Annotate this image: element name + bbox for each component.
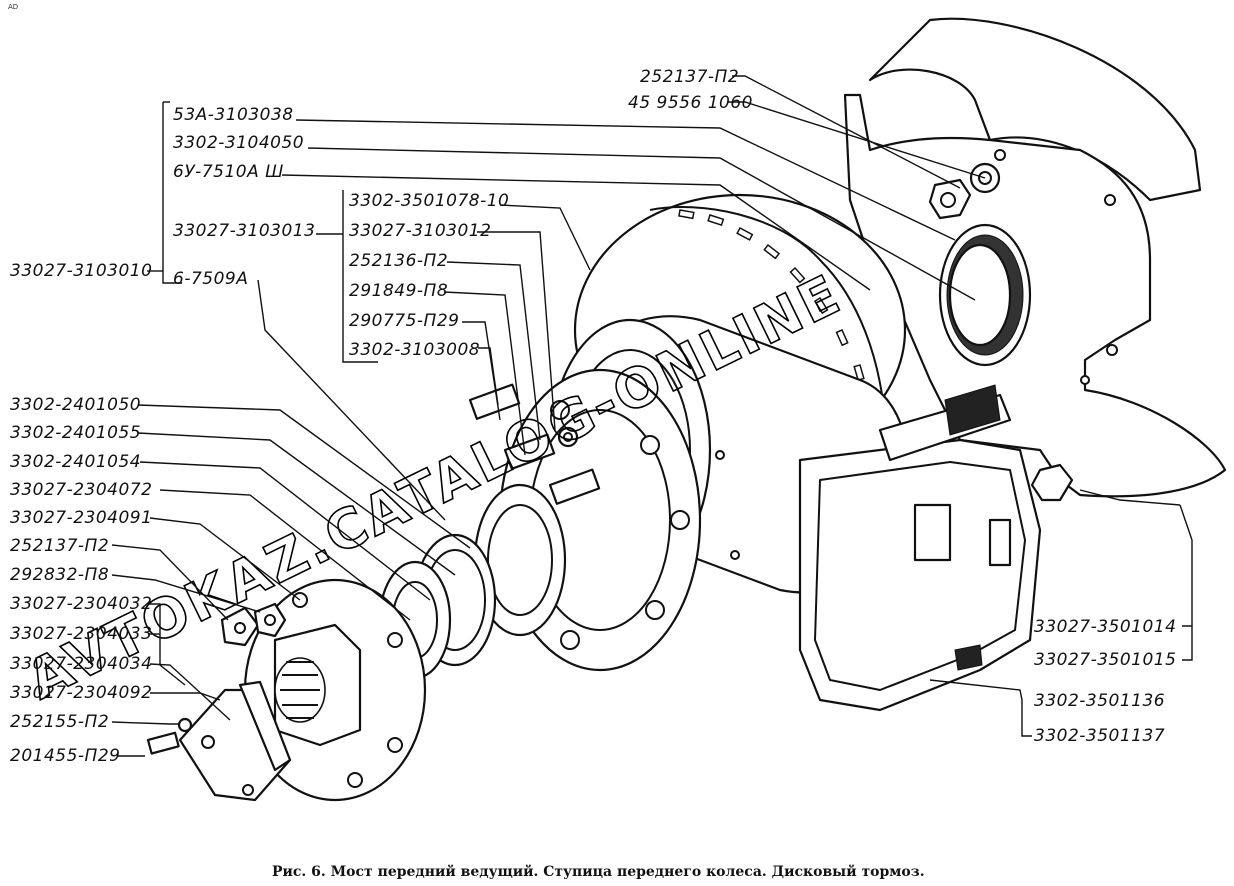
label-33027-2304032: 33027-2304032 [10,594,152,614]
label-33027-2304034: 33027-2304034 [10,654,152,674]
label-33027-3103012: 33027-3103012 [349,221,491,241]
part-labels: 252137-П2 45 9556 1060 53А-3103038 3302-… [10,67,1176,766]
label-201455-p29: 201455-П29 [10,746,120,766]
label-291849-p8: 291849-П8 [349,281,448,301]
leader-lines [111,75,1193,757]
label-33027-3103010: 33027-3103010 [10,261,152,281]
label-6u-7510a-sh: 6У-7510А Ш [173,162,284,182]
oil-seal [938,223,1032,367]
hub-nut-washer [928,162,1001,220]
label-3302-2401054: 3302-2401054 [10,452,141,472]
figure-caption: Рис. 6. Мост передний ведущий. Ступица п… [272,863,925,880]
label-3302-3103008: 3302-3103008 [349,340,480,360]
label-33027-3103013: 33027-3103013 [173,221,315,241]
label-252136-p2: 252136-П2 [349,251,448,271]
label-33027-2304072: 33027-2304072 [10,480,152,500]
label-33027-2304033: 33027-2304033 [10,624,152,644]
label-3302-3104050: 3302-3104050 [173,133,304,153]
label-290775-p29: 290775-П29 [349,311,459,331]
label-45-9556-1060: 45 9556 1060 [628,93,753,113]
bolts-small [146,602,287,755]
label-292832-p8: 292832-П8 [10,565,109,585]
label-33027-2304092: 33027-2304092 [10,683,152,703]
brake-caliper [798,384,1074,712]
label-252137-p2-top: 252137-П2 [640,67,739,87]
label-33027-3501014: 33027-3501014 [1034,617,1176,637]
label-252155-p2: 252155-П2 [10,712,109,732]
label-3302-3501078-10: 3302-3501078-10 [349,191,509,211]
label-6-7509a: 6-7509А [173,269,248,289]
corner-mark: AD [8,3,18,11]
label-53a-3103038: 53А-3103038 [173,105,294,125]
label-252137-p2-left: 252137-П2 [10,536,109,556]
label-3302-2401055: 3302-2401055 [10,423,141,443]
label-3302-3501137: 3302-3501137 [1034,726,1165,746]
label-33027-3501015: 33027-3501015 [1034,650,1176,670]
label-3302-2401050: 3302-2401050 [10,395,141,415]
label-3302-3501136: 3302-3501136 [1034,691,1165,711]
label-33027-2304091: 33027-2304091 [10,508,152,528]
end-cap [178,680,292,802]
